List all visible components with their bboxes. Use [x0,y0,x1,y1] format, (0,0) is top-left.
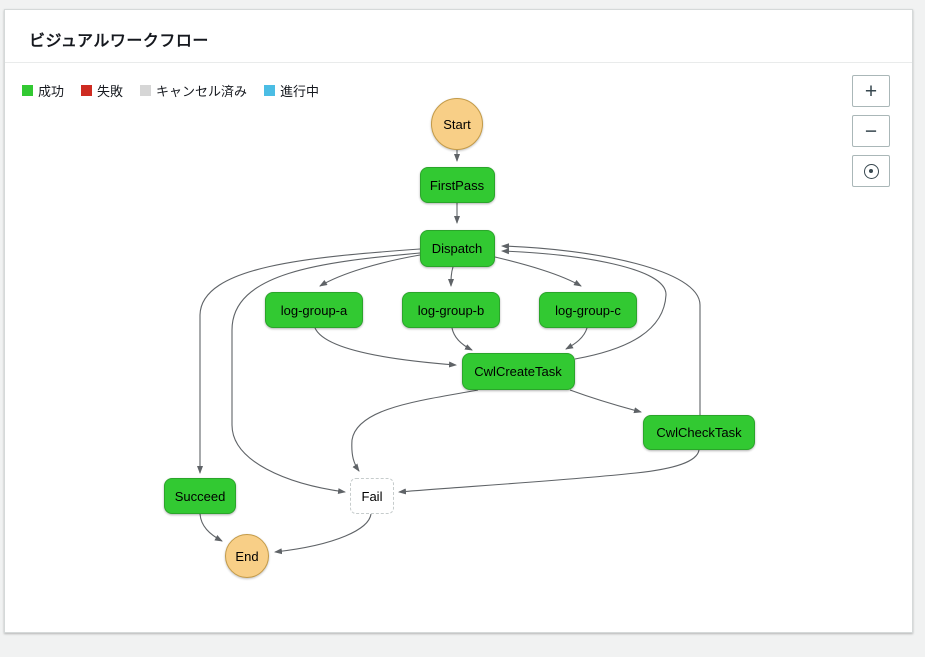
panel-header: ビジュアルワークフロー [5,10,912,63]
node-label: log-group-c [555,302,621,318]
legend-item-in-progress: 進行中 [264,81,319,100]
plus-icon: + [864,79,878,103]
node-label: End [235,548,259,564]
success-swatch-icon [22,85,33,96]
node-cwl-check-task[interactable]: CwlCheckTask [643,414,755,450]
legend-item-success: 成功 [22,81,64,100]
node-end[interactable]: End [225,534,269,578]
node-log-group-b[interactable]: log-group-b [402,292,500,328]
node-log-group-c[interactable]: log-group-c [539,292,637,328]
node-cwl-create-task[interactable]: CwlCreateTask [461,352,575,390]
in-progress-swatch-icon [264,85,276,96]
node-label: Start [443,116,471,132]
node-first-pass[interactable]: FirstPass [419,167,495,203]
legend-item-failed: 失敗 [81,81,123,100]
node-label: Fail [361,488,383,504]
node-label: CwlCreateTask [474,363,562,379]
legend-label: 成功 [38,84,65,99]
node-label: log-group-b [417,302,485,318]
node-dispatch[interactable]: Dispatch [419,229,495,267]
cancelled-swatch-icon [140,85,152,96]
page-title: ビジュアルワークフロー [29,33,209,50]
node-label: CwlCheckTask [656,424,742,440]
zoom-in-button[interactable]: + [852,75,890,107]
node-log-group-a[interactable]: log-group-a [265,292,363,328]
node-label: Dispatch [431,240,483,256]
node-start[interactable]: Start [431,98,483,150]
zoom-controls: + − [852,75,890,187]
minus-icon: − [864,119,878,143]
node-label: FirstPass [429,177,485,193]
legend-item-cancelled: キャンセル済み [140,81,247,100]
node-succeed[interactable]: Succeed [164,478,236,514]
legend-label: 進行中 [280,84,320,99]
node-label: Succeed [174,488,226,504]
node-label: log-group-a [280,302,348,318]
status-legend: 成功 失敗 キャンセル済み 進行中 [22,81,319,100]
node-fail[interactable]: Fail [350,478,394,514]
legend-label: 失敗 [97,84,124,99]
legend-label: キャンセル済み [156,84,248,99]
center-view-icon [863,163,879,179]
center-view-button[interactable] [852,155,890,187]
failed-swatch-icon [81,85,93,96]
zoom-out-button[interactable]: − [852,115,890,147]
